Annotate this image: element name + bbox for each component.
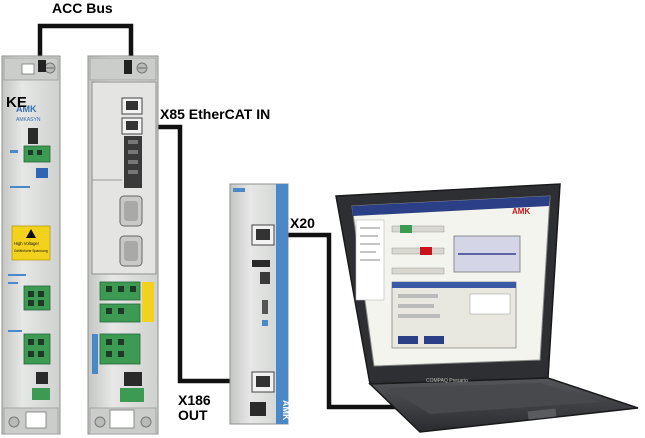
warning-triangle-icon bbox=[26, 229, 36, 238]
laptop-pc: AMK COMPAQ Presario bbox=[335, 183, 639, 433]
ke-supply-module: AMK AMKASYN High Voltage! Gefährliche Sp… bbox=[1, 55, 61, 435]
x20-cable bbox=[262, 232, 410, 410]
x186-out-label: X186 OUT bbox=[178, 392, 211, 423]
ke-brand: AMK bbox=[16, 104, 37, 114]
warning-title: High Voltage! bbox=[14, 241, 39, 246]
ke-label: KE bbox=[6, 94, 27, 111]
acc-bus-label: ACC Bus bbox=[52, 0, 113, 16]
x85-ethercat-in-label: X85 EtherCAT IN bbox=[160, 106, 271, 122]
ethercat-coupler-module: AMK bbox=[229, 183, 291, 425]
mounting-screw-icon bbox=[140, 416, 152, 428]
x20-label: X20 bbox=[290, 215, 315, 231]
software-brand: AMK bbox=[512, 207, 530, 216]
coupler-brand: AMK bbox=[281, 400, 291, 421]
inverter-module bbox=[87, 55, 159, 435]
mounting-screw-icon bbox=[94, 416, 106, 428]
laptop-brand: COMPAQ Presario bbox=[426, 378, 468, 384]
mounting-screw-icon bbox=[8, 416, 20, 428]
laptop-keyboard bbox=[388, 383, 600, 414]
ke-model: AMKASYN bbox=[16, 117, 41, 123]
laptop-touchpad bbox=[527, 408, 557, 420]
acc-bus-cable bbox=[37, 23, 134, 62]
warning-sub: Gefährliche Spannung bbox=[14, 249, 48, 253]
